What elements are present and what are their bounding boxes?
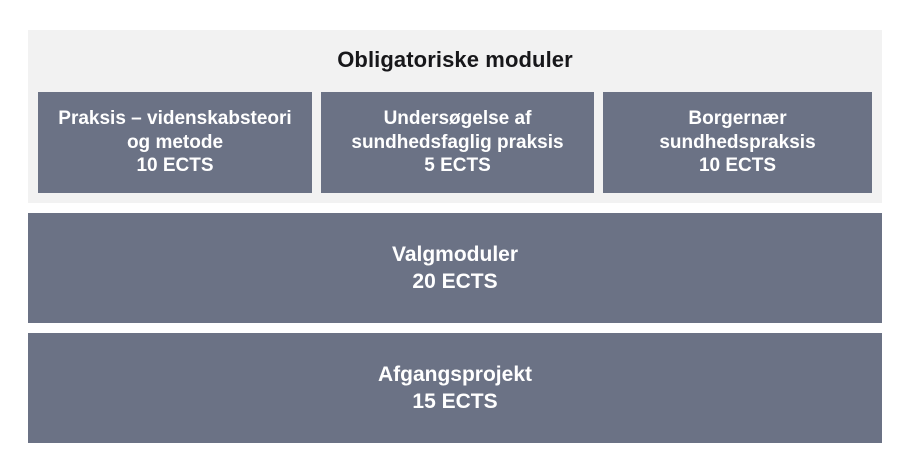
module-ects: 10 ECTS	[136, 155, 214, 177]
page-title: Obligatoriske moduler	[337, 47, 573, 72]
module-name: Valgmoduler	[391, 242, 519, 266]
mandatory-modules-panel: Obligatoriske moduler Praksis – videnska…	[28, 30, 882, 203]
module-name: Afgangsprojekt	[377, 362, 532, 386]
module-bar-afgangsprojekt: Afgangsprojekt 15 ECTS	[28, 333, 882, 443]
module-box-praksis-videnskabsteori: Praksis – videnskabsteori og metode 10 E…	[38, 92, 312, 193]
module-name: Borgernær sundhedspraksis	[659, 107, 816, 153]
mandatory-modules-row: Praksis – videnskabsteori og metode 10 E…	[38, 92, 872, 193]
module-box-undersoegelse-sundhedsfaglig-praksis: Undersøgelse af sundhedsfaglig praksis 5…	[321, 92, 594, 193]
module-ects: 20 ECTS	[412, 270, 498, 293]
module-box-borgernaer-sundhedspraksis: Borgernær sundhedspraksis 10 ECTS	[603, 92, 872, 193]
module-bar-valgmoduler: Valgmoduler 20 ECTS	[28, 213, 882, 323]
module-ects: 5 ECTS	[424, 155, 491, 177]
module-ects: 15 ECTS	[412, 390, 498, 413]
module-name: Praksis – videnskabsteori og metode	[58, 107, 292, 153]
module-name: Undersøgelse af sundhedsfaglig praksis	[351, 107, 564, 153]
module-ects: 10 ECTS	[698, 155, 777, 177]
